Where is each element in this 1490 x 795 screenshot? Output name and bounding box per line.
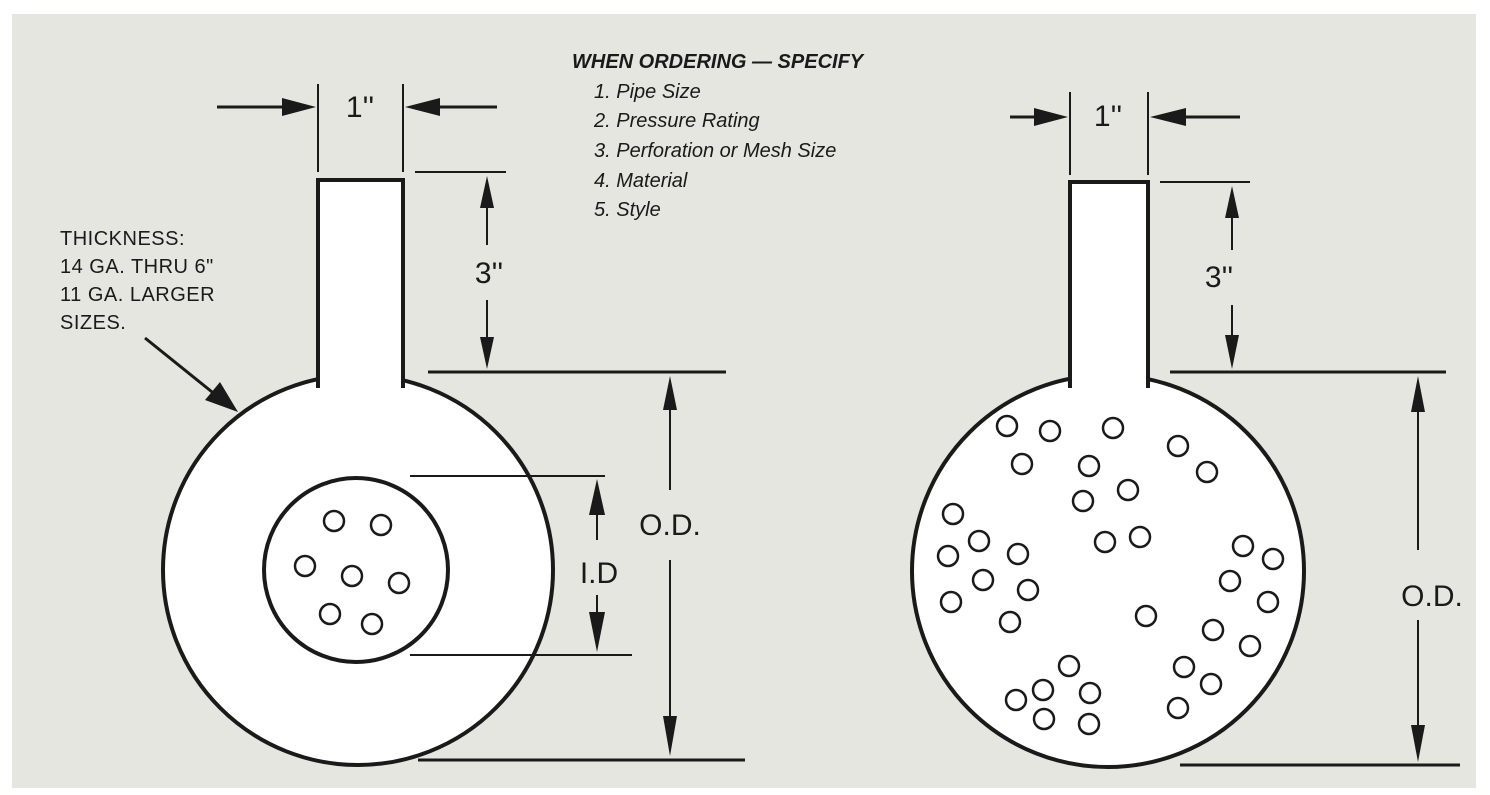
- perforation-hole: [1031, 678, 1055, 702]
- left-stem-length-label: 3'': [475, 257, 503, 290]
- perforation-hole: [1116, 478, 1140, 502]
- left-stem-fill: [318, 178, 403, 388]
- arrowhead: [1411, 376, 1425, 412]
- right-od-label: O.D.: [1401, 580, 1463, 613]
- ordering-list: WHEN ORDERING — SPECIFY 1. Pipe Size 2. …: [572, 51, 865, 221]
- perforation-hole: [1077, 454, 1101, 478]
- right-stem-fill: [1070, 180, 1148, 388]
- perforation-hole: [1004, 688, 1028, 712]
- arrowhead: [589, 612, 605, 652]
- thickness-line: 11 GA. LARGER: [60, 284, 215, 306]
- thickness-arrowhead: [205, 382, 238, 412]
- perforation-hole: [1256, 590, 1280, 614]
- perforation-hole: [967, 529, 991, 553]
- arrowhead: [480, 337, 494, 369]
- perforation-hole: [939, 590, 963, 614]
- perforation-hole: [1101, 416, 1125, 440]
- perforation-hole: [1172, 655, 1196, 679]
- perforation-hole: [360, 612, 384, 636]
- ordering-item: 2. Pressure Rating: [593, 110, 760, 132]
- arrowhead: [1225, 335, 1239, 369]
- arrowhead: [1150, 108, 1186, 126]
- right-perforations: [936, 414, 1285, 736]
- perforation-hole: [1016, 578, 1040, 602]
- perforation-hole: [936, 544, 960, 568]
- thickness-line: THICKNESS:: [60, 228, 185, 250]
- perforation-hole: [1231, 534, 1255, 558]
- arrowhead: [480, 176, 494, 208]
- arrowhead: [405, 98, 440, 116]
- perforation-hole: [1166, 696, 1190, 720]
- perforation-hole: [941, 502, 965, 526]
- right-stem: [1068, 180, 1150, 388]
- perforation-hole: [1134, 604, 1158, 628]
- perforation-hole: [1195, 460, 1219, 484]
- perforation-hole: [293, 554, 317, 578]
- arrowhead: [282, 98, 316, 116]
- perforation-hole: [1078, 681, 1102, 705]
- left-strainer: 1'' 3'' O.D. I.D: [161, 84, 745, 767]
- perforation-hole: [322, 509, 346, 533]
- perforation-hole: [318, 602, 342, 626]
- ordering-item: 5. Style: [594, 199, 661, 221]
- perforation-hole: [1038, 419, 1062, 443]
- right-stem-length-label: 3'': [1205, 261, 1233, 294]
- ordering-heading: WHEN ORDERING — SPECIFY: [572, 51, 865, 73]
- perforation-hole: [998, 610, 1022, 634]
- perforation-hole: [1010, 452, 1034, 476]
- left-od-label: O.D.: [639, 509, 701, 542]
- perforation-hole: [1261, 547, 1285, 571]
- right-strainer: 1'' 3'' O.D.: [910, 92, 1463, 769]
- thickness-note: THICKNESS: 14 GA. THRU 6" 11 GA. LARGER …: [60, 228, 238, 412]
- perforation-hole: [340, 564, 364, 588]
- perforation-hole: [1077, 712, 1101, 736]
- ordering-item: 1. Pipe Size: [594, 81, 701, 103]
- perforation-hole: [1201, 618, 1225, 642]
- left-stem: [316, 178, 405, 388]
- arrowhead: [663, 716, 677, 756]
- perforation-hole: [387, 571, 411, 595]
- arrowhead: [663, 376, 677, 410]
- perforation-hole: [1199, 672, 1223, 696]
- arrowhead: [1411, 725, 1425, 762]
- perforation-hole: [369, 513, 393, 537]
- perforation-hole: [1093, 530, 1117, 554]
- perforation-hole: [1006, 542, 1030, 566]
- perforation-hole: [995, 414, 1019, 438]
- perforation-hole: [1166, 434, 1190, 458]
- perforation-hole: [1057, 654, 1081, 678]
- thickness-leader-line: [144, 336, 223, 402]
- right-stem-width-label: 1'': [1094, 100, 1122, 133]
- arrowhead: [589, 479, 605, 515]
- left-perforations: [293, 509, 411, 636]
- perforation-hole: [971, 568, 995, 592]
- perforation-hole: [1128, 525, 1152, 549]
- arrowhead: [1034, 108, 1068, 126]
- perforation-hole: [1032, 707, 1056, 731]
- ordering-item: 3. Perforation or Mesh Size: [594, 140, 836, 162]
- perforation-hole: [1071, 489, 1095, 513]
- thickness-line: SIZES.: [60, 312, 126, 334]
- perforation-hole: [1218, 569, 1242, 593]
- arrowhead: [1225, 186, 1239, 218]
- left-id-label: I.D: [580, 557, 618, 590]
- perforation-hole: [1238, 634, 1262, 658]
- thickness-line: 14 GA. THRU 6": [60, 256, 214, 278]
- ordering-item: 4. Material: [594, 170, 688, 192]
- left-stem-width-label: 1'': [346, 91, 374, 124]
